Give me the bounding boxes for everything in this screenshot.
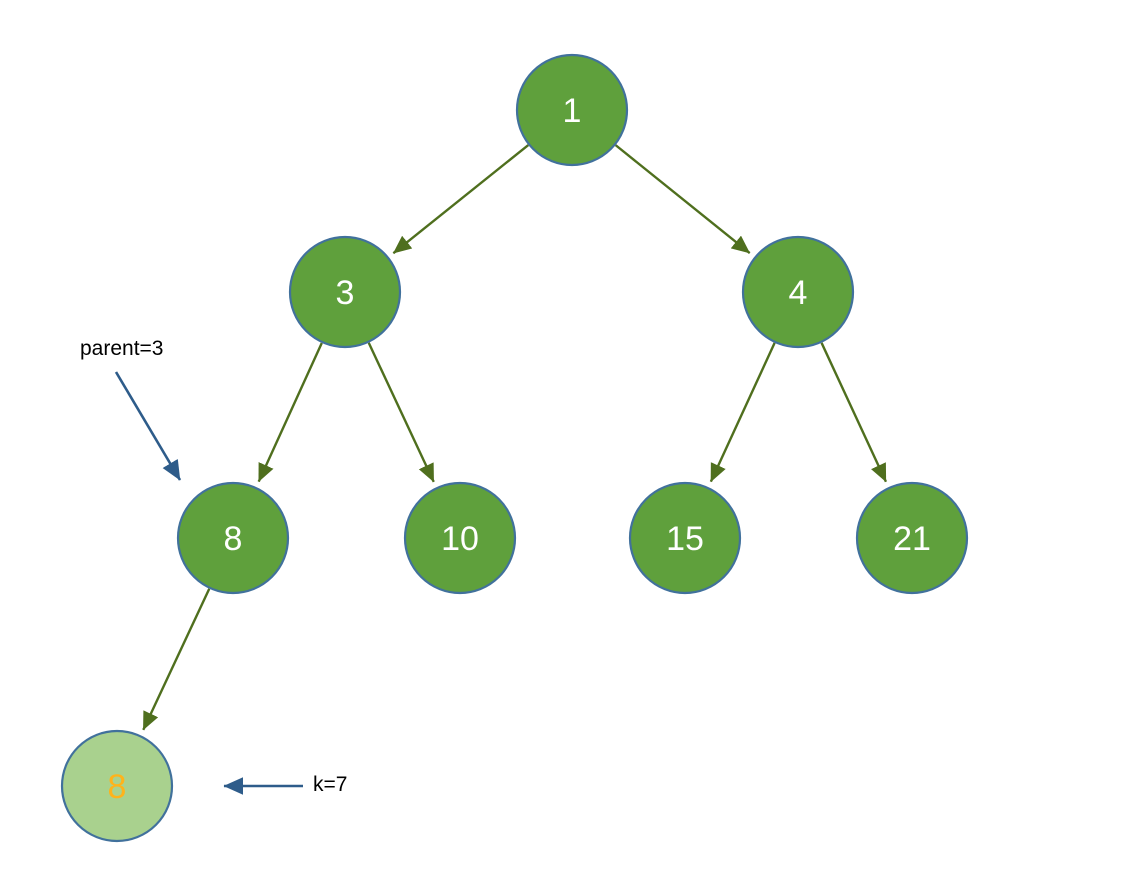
tree-edge: [614, 144, 751, 255]
annotation-arrows-group: [114, 371, 303, 795]
tree-node[interactable]: 21: [855, 481, 969, 595]
tree-nodes-group: 1 3 4 8 10 15 21 8: [60, 53, 969, 843]
annotation-label-k: k=7: [313, 773, 348, 796]
node-value-label: 1: [563, 92, 582, 130]
tree-node[interactable]: 10: [403, 481, 517, 595]
tree-edge: [392, 144, 530, 255]
node-value-label: 4: [789, 274, 808, 312]
tree-edges-group: [142, 144, 888, 731]
annotation-label-parent: parent=3: [80, 337, 164, 360]
node-value-label: 8: [108, 768, 127, 806]
node-value-label: 15: [666, 520, 704, 558]
node-value-label: 3: [336, 274, 355, 312]
node-circle: [403, 481, 517, 595]
node-value-label: 10: [441, 520, 479, 558]
node-circle: [855, 481, 969, 595]
tree-node[interactable]: 4: [741, 235, 855, 349]
tree-edge: [709, 342, 776, 483]
tree-edge: [820, 342, 888, 483]
node-circle: [515, 53, 629, 167]
tree-node[interactable]: 8: [176, 481, 290, 595]
node-value-label: 8: [224, 520, 243, 558]
tree-node-highlighted[interactable]: 8: [60, 729, 174, 843]
node-circle: [288, 235, 402, 349]
node-circle: [741, 235, 855, 349]
node-circle: [628, 481, 742, 595]
node-circle: [60, 729, 174, 843]
tree-node[interactable]: 1: [515, 53, 629, 167]
tree-edge: [142, 588, 211, 731]
tree-node[interactable]: 15: [628, 481, 742, 595]
tree-edge: [257, 342, 323, 483]
node-value-label: 21: [893, 520, 931, 558]
annotation-arrow: [114, 371, 182, 481]
tree-node[interactable]: 3: [288, 235, 402, 349]
tree-edge: [367, 342, 435, 483]
node-circle: [176, 481, 290, 595]
